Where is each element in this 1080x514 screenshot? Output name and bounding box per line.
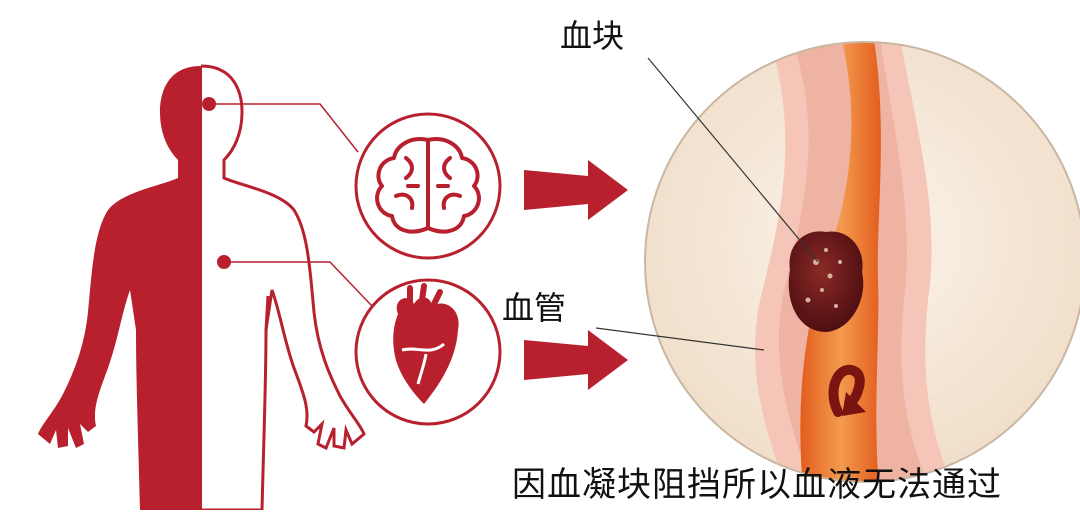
arrow-right-icon [524, 330, 628, 390]
magnified-vessel-lens [644, 41, 1080, 483]
vessel-label: 血管 [502, 289, 567, 327]
caption-text: 因血凝块阻挡所以血液无法通过 [512, 465, 1002, 505]
clot-leader-line [647, 57, 819, 263]
human-body-figure [38, 64, 366, 510]
heart-icon [393, 283, 459, 404]
clot-label: 血块 [560, 17, 625, 55]
vessel-leader-line [595, 327, 765, 351]
brain-icon [375, 137, 481, 234]
heart-badge [354, 278, 502, 426]
blood-clot [788, 231, 864, 332]
brain-badge [354, 112, 502, 260]
brain-connector [202, 97, 359, 153]
heart-connector [217, 255, 373, 307]
arrow-right-icon [524, 160, 628, 220]
